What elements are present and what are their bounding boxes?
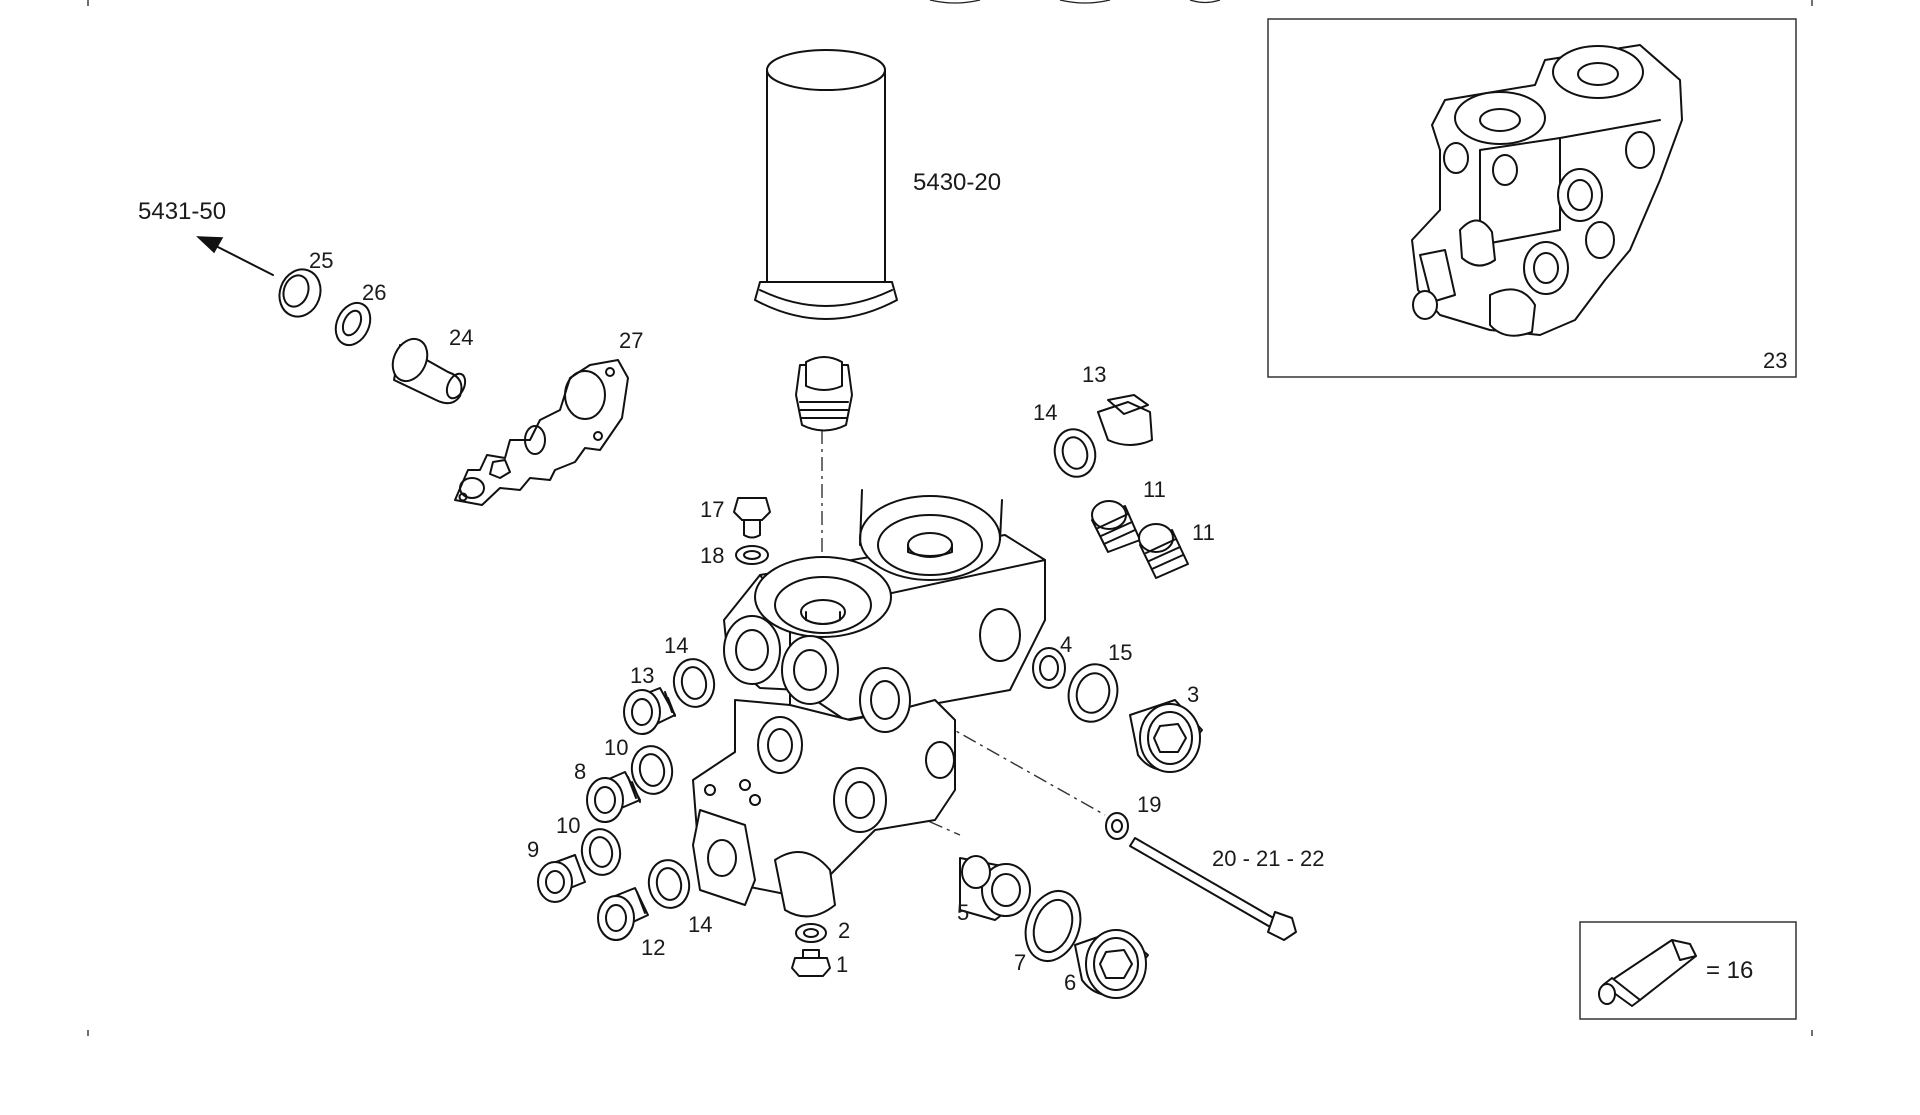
- label-13-upper: 13: [1082, 362, 1106, 387]
- part-bolt: [1129, 837, 1297, 941]
- part-3-plug: [1129, 699, 1203, 773]
- part-25-ring: [278, 268, 322, 318]
- label-10-a: 10: [604, 735, 628, 760]
- label-9: 9: [527, 837, 539, 862]
- label-arrow: 5431-50: [138, 198, 226, 225]
- part-13-plug-left: [623, 687, 676, 735]
- filter-cartridge: [754, 49, 898, 320]
- label-26: 26: [362, 280, 386, 305]
- part-19-washer: [1105, 812, 1129, 840]
- part-6-plug: [1074, 929, 1149, 999]
- part-4-oring: [1032, 647, 1066, 689]
- valve-housing: [692, 489, 1046, 918]
- label-filter: 5430-20: [913, 169, 1001, 196]
- legend-box: = 16: [1579, 921, 1797, 1020]
- part-18-washer: [735, 545, 769, 565]
- part-27-gasket: [454, 359, 629, 506]
- part-14-ring-upper: [1053, 428, 1097, 478]
- label-11-b: 11: [1192, 520, 1215, 545]
- part-2-washer: [795, 923, 827, 943]
- assembly-lines: [821, 430, 1106, 836]
- label-14-upper: 14: [1033, 400, 1057, 425]
- part-14-ring-left: [672, 658, 716, 708]
- label-25: 25: [309, 248, 333, 273]
- label-12: 12: [641, 935, 665, 960]
- part-11-plug-b: [1138, 523, 1189, 579]
- label-14-lower: 14: [688, 912, 712, 937]
- label-1: 1: [836, 952, 848, 977]
- part-26-washer: [334, 301, 372, 347]
- part-12-plug: [597, 887, 649, 941]
- label-17: 17: [700, 497, 724, 522]
- label-5: 5: [957, 900, 969, 925]
- part-17-plug: [733, 497, 771, 539]
- label-15: 15: [1108, 640, 1132, 665]
- label-10-b: 10: [556, 813, 580, 838]
- part-11-plug-a: [1091, 500, 1141, 553]
- label-20-21-22: 20 - 21 - 22: [1212, 846, 1325, 871]
- label-4: 4: [1060, 632, 1072, 657]
- label-3: 3: [1187, 682, 1199, 707]
- inset-box: 23: [1267, 18, 1797, 378]
- part-5-sleeve: [959, 855, 1031, 921]
- label-13-left: 13: [630, 663, 654, 688]
- label-8: 8: [574, 759, 586, 784]
- part-9-plug: [537, 854, 586, 903]
- part-8-plug: [586, 771, 641, 823]
- part-1-plug: [791, 949, 831, 977]
- part-7-ring: [1024, 890, 1082, 962]
- inset-assembly: [1411, 44, 1683, 337]
- label-27: 27: [619, 328, 643, 353]
- part-24-union: [391, 337, 467, 405]
- threaded-nipple: [795, 356, 853, 432]
- part-10-ring-a: [630, 745, 674, 795]
- label-11-a: 11: [1143, 477, 1166, 502]
- label-19: 19: [1137, 792, 1161, 817]
- label-6: 6: [1064, 970, 1076, 995]
- label-7: 7: [1014, 950, 1026, 975]
- part-10-ring-b: [580, 828, 622, 876]
- label-18: 18: [700, 543, 724, 568]
- part-15-ring: [1067, 663, 1119, 723]
- label-24: 24: [449, 325, 473, 350]
- legend-text: = 16: [1706, 957, 1753, 984]
- grease-tube-icon: [1598, 939, 1697, 1007]
- label-14-left: 14: [664, 633, 688, 658]
- part-14-ring-lower: [647, 859, 691, 909]
- frame-marks: [87, 0, 1813, 1036]
- part-13-plug-upper: [1097, 394, 1153, 446]
- label-23: 23: [1763, 348, 1787, 373]
- reference-arrow: [196, 236, 274, 276]
- label-2: 2: [838, 918, 850, 943]
